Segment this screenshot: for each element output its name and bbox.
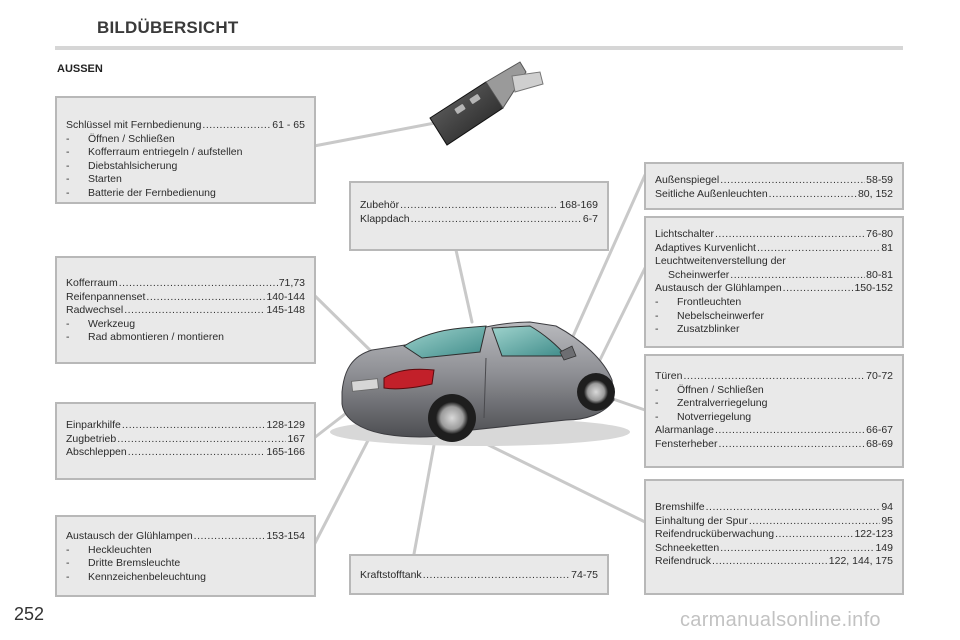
leader-mirrors <box>564 173 647 354</box>
sub-item: -Frontleuchten <box>655 295 742 308</box>
index-entry: Alarmanlage66-67 <box>655 424 893 438</box>
index-entry: Außenspiegel58-59 <box>655 174 893 188</box>
sub-item: -Heckleuchten <box>66 543 152 556</box>
sub-item: -Öffnen / Schließen <box>66 132 175 145</box>
accessories-box: Zubehör168-169 Klappdach6-7 <box>349 181 609 251</box>
index-entry: Kofferraum71,73 <box>66 277 305 291</box>
index-entry: Schlüssel mit Fernbedienung61 - 65 <box>66 119 305 133</box>
car-image <box>330 321 630 446</box>
sub-item: -Nebelscheinwerfer <box>655 309 764 322</box>
doors-box: Türen70-72 -Öffnen / Schließen -Zentralv… <box>644 354 904 468</box>
page-number: 252 <box>14 604 45 624</box>
sub-item: -Starten <box>66 173 122 186</box>
leader-trunk <box>312 293 380 360</box>
index-entry: Austausch der Glühlampen153-154 <box>66 530 305 544</box>
lights-box: Lichtschalter76-80 Adaptives Kurvenlicht… <box>644 216 904 348</box>
index-entry: Zugbetrieb167 <box>66 433 305 447</box>
index-entry: Adaptives Kurvenlicht81 <box>655 242 893 256</box>
index-entry: Abschleppen165-166 <box>66 446 305 460</box>
rear-bulbs-box: Austausch der Glühlampen153-154 -Heckleu… <box>55 515 316 597</box>
index-entry: Schneeketten149 <box>655 542 893 556</box>
sub-item: -Dritte Bremsleuchte <box>66 557 181 570</box>
sub-item: -Zentralverriegelung <box>655 397 768 410</box>
leader-lights <box>594 266 647 370</box>
sub-item: -Kennzeichenbeleuchtung <box>66 570 206 583</box>
title-divider <box>55 46 903 50</box>
index-entry: Türen70-72 <box>655 370 893 384</box>
sub-item: -Rad abmontieren / montieren <box>66 331 224 344</box>
index-entry: Scheinwerfer80-81 <box>655 269 893 283</box>
leader-key <box>312 120 442 148</box>
index-entry: Klappdach6-7 <box>360 213 598 227</box>
index-entry: Bremshilfe94 <box>655 501 893 515</box>
brakes-box: Bremshilfe94 Einhaltung der Spur95 Reife… <box>644 479 904 595</box>
index-entry: Lichtschalter76-80 <box>655 228 893 242</box>
watermark: carmanualsonline.info <box>680 609 881 631</box>
sub-item: -Werkzeug <box>66 317 136 330</box>
sub-item: -Batterie der Fernbedienung <box>66 186 216 199</box>
index-entry: Leuchtweitenverstellung der <box>655 255 786 268</box>
index-entry: Fensterheber68-69 <box>655 438 893 452</box>
key-fob-image <box>429 61 544 146</box>
parking-box: Einparkhilfe128-129 Zugbetrieb167 Abschl… <box>55 402 316 480</box>
index-entry: Reifendrucküberwachung122-123 <box>655 528 893 542</box>
index-entry: Kraftstofftank74-75 <box>360 569 598 583</box>
key-remote-box: Schlüssel mit Fernbedienung61 - 65 -Öffn… <box>55 96 316 204</box>
sub-item: -Zusatzblinker <box>655 323 740 336</box>
index-entry: Zubehör168-169 <box>360 199 598 213</box>
leader-accessories <box>454 248 474 324</box>
index-entry: Einhaltung der Spur95 <box>655 515 893 529</box>
fuel-tank-box: Kraftstofftank74-75 <box>349 554 609 595</box>
index-entry: Austausch der Glühlampen150-152 <box>655 282 893 296</box>
index-entry: Reifendruck122, 144, 175 <box>655 555 893 569</box>
trunk-box: Kofferraum71,73 Reifenpannenset140-144 R… <box>55 256 316 364</box>
index-entry: Radwechsel145-148 <box>66 304 305 318</box>
sub-item: -Notverriegelung <box>655 410 752 423</box>
index-entry: Einparkhilfe128-129 <box>66 419 305 433</box>
section-heading: AUSSEN <box>57 63 103 75</box>
mirrors-box: Außenspiegel58-59 Seitliche Außenleuchte… <box>644 162 904 210</box>
index-entry: Seitliche Außenleuchten80, 152 <box>655 188 893 202</box>
sub-item: -Diebstahlsicherung <box>66 159 178 172</box>
sub-item: -Kofferraum entriegeln / aufstellen <box>66 146 243 159</box>
page-title: BILDÜBERSICHT <box>97 18 239 37</box>
sub-item: -Öffnen / Schließen <box>655 383 764 396</box>
index-entry: Reifenpannenset140-144 <box>66 291 305 305</box>
